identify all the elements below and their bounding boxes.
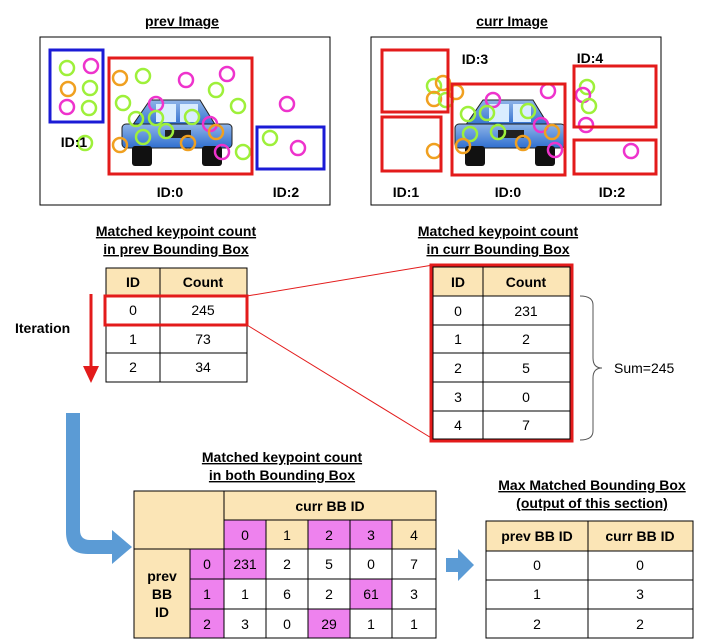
both-table-row-header-line3: ID	[155, 604, 169, 620]
table-cell: 2	[454, 360, 462, 376]
curr-label-id1: ID:1	[393, 184, 420, 200]
table-cell: 3	[636, 586, 644, 602]
table-cell: 1	[129, 331, 137, 347]
iteration-arrow-icon	[83, 294, 99, 383]
curr-table: ID Count 0 231 1 2 2 5 3 0 4 7	[429, 263, 574, 443]
car-icon	[121, 99, 233, 166]
table-cell: 2	[533, 616, 541, 632]
table-cell: 4	[454, 417, 462, 433]
curr-bbox-4	[572, 64, 658, 129]
prev-table: ID Count 0 245 1 73 2 34	[103, 267, 249, 383]
max-table-header-prev: prev BB ID	[501, 528, 573, 544]
max-table: prev BB ID curr BB ID 0 0 1 3 2 2	[485, 520, 694, 639]
curr-table-highlight-frame	[429, 263, 574, 443]
curr-bbox-2	[572, 138, 658, 176]
prev-label-id0: ID:0	[157, 184, 184, 200]
both-table-title-line2: in both Bounding Box	[209, 467, 355, 483]
table-cell: 1	[533, 586, 541, 602]
curr-table-header-id: ID	[451, 274, 465, 290]
table-cell: 7	[410, 556, 418, 572]
curr-bbox-3	[380, 48, 450, 114]
sum-brace-icon	[579, 295, 603, 441]
table-cell: 7	[522, 417, 530, 433]
table-cell: 0	[454, 303, 462, 319]
sum-label: Sum=245	[614, 360, 675, 376]
table-cell: 29	[321, 616, 337, 632]
iteration-label: Iteration	[15, 320, 70, 336]
table-cell: 1	[367, 616, 375, 632]
both-table-row-id: 1	[203, 586, 211, 602]
table-cell: 3	[410, 586, 418, 602]
table-cell: 3	[454, 389, 462, 405]
curr-bbox-1	[380, 115, 443, 173]
both-table-title-line1: Matched keypoint count	[202, 449, 363, 465]
table-cell: 6	[283, 586, 291, 602]
table-cell: 73	[195, 331, 211, 347]
curr-label-id3: ID:3	[462, 51, 489, 67]
curr-bbox-0	[450, 82, 567, 177]
curr-label-id2: ID:2	[599, 184, 626, 200]
connector-line-top	[246, 264, 434, 297]
prev-table-header-count: Count	[183, 274, 224, 290]
bent-arrow-icon	[66, 413, 132, 564]
max-table-header-curr: curr BB ID	[605, 528, 674, 544]
table-cell: 61	[363, 586, 379, 602]
both-table-col-header: curr BB ID	[295, 498, 364, 514]
table-cell: 231	[514, 303, 538, 319]
table-cell: 0	[129, 302, 137, 318]
table-cell: 1	[241, 586, 249, 602]
prev-bbox-1	[48, 48, 105, 124]
prev-label-id1: ID:1	[61, 134, 88, 150]
both-table-row-id: 2	[203, 616, 211, 632]
table-cell: 0	[522, 389, 530, 405]
prev-keypoints	[58, 57, 307, 161]
max-table-title-line2: (output of this section)	[516, 495, 668, 511]
prev-table-title-line1: Matched keypoint count	[96, 223, 257, 239]
table-cell: 34	[195, 359, 211, 375]
curr-table-title-line2: in curr Bounding Box	[426, 241, 569, 257]
both-table: curr BB ID prev BB ID 0 1 2 3 4 0 1 2 23…	[133, 490, 437, 639]
table-cell: 5	[325, 556, 333, 572]
table-cell: 2	[522, 331, 530, 347]
curr-table-header-count: Count	[506, 274, 547, 290]
both-table-row-id: 0	[203, 556, 211, 572]
prev-bbox-2	[255, 125, 326, 171]
both-table-row-header-line1: prev	[147, 568, 177, 584]
prev-label-id2: ID:2	[273, 184, 300, 200]
table-cell: 231	[233, 556, 257, 572]
prev-table-highlight-row	[103, 294, 249, 327]
both-table-col-id: 2	[325, 527, 333, 543]
table-cell: 3	[241, 616, 249, 632]
max-table-title-line1: Max Matched Bounding Box	[498, 477, 686, 493]
both-table-col-id: 0	[241, 527, 249, 543]
curr-image-title: curr Image	[476, 13, 548, 29]
curr-label-id0: ID:0	[495, 184, 522, 200]
curr-table-title-line1: Matched keypoint count	[418, 223, 579, 239]
table-cell: 5	[522, 360, 530, 376]
table-cell: 1	[410, 616, 418, 632]
both-table-col-id: 4	[410, 527, 418, 543]
table-cell: 0	[367, 556, 375, 572]
table-cell: 2	[129, 359, 137, 375]
table-cell: 0	[636, 557, 644, 573]
table-cell: 2	[325, 586, 333, 602]
table-cell: 2	[636, 616, 644, 632]
connector-line-bottom	[246, 324, 434, 440]
table-cell: 0	[283, 616, 291, 632]
prev-bbox-0	[107, 56, 254, 176]
right-arrow-icon	[446, 549, 474, 581]
both-table-row-header-line2: BB	[152, 586, 172, 602]
curr-label-id4: ID:4	[577, 50, 604, 66]
prev-table-title-line2: in prev Bounding Box	[103, 241, 249, 257]
table-cell: 2	[283, 556, 291, 572]
both-table-col-id: 1	[283, 527, 291, 543]
table-cell: 0	[533, 557, 541, 573]
table-cell: 1	[454, 331, 462, 347]
both-table-col-id: 3	[367, 527, 375, 543]
prev-table-header-id: ID	[126, 274, 140, 290]
table-cell: 245	[191, 302, 215, 318]
prev-image-title: prev Image	[145, 13, 219, 29]
